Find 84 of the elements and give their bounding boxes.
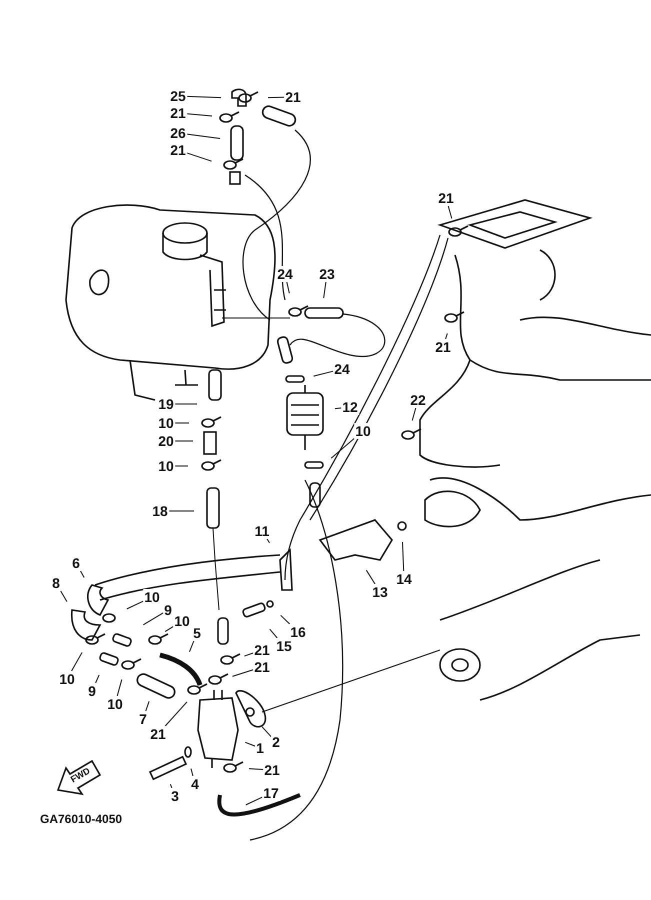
leader-line: [313, 370, 334, 377]
leader-line: [334, 407, 342, 410]
leader-line: [244, 652, 254, 657]
callout-number: 21: [263, 762, 281, 778]
callout-number: 24: [276, 266, 294, 282]
callout-number: 21: [169, 142, 187, 158]
callout-number: 18: [151, 503, 169, 519]
leader-line: [366, 570, 376, 584]
callout-number: 7: [138, 711, 148, 727]
callout-number: 21: [149, 726, 167, 742]
callout-number: 21: [284, 89, 302, 105]
leader-line: [323, 282, 326, 299]
callout-number: 11: [254, 523, 270, 539]
direction-label: FWD: [68, 766, 92, 784]
leader-line: [142, 612, 164, 626]
callout-number: 21: [437, 190, 455, 206]
callout-number: 24: [333, 361, 351, 377]
callout-number: 17: [262, 785, 280, 801]
leader-line: [170, 784, 172, 788]
leader-line: [330, 438, 355, 459]
callout-number: 13: [371, 584, 389, 600]
leader-line: [245, 796, 263, 806]
leader-line: [266, 538, 270, 544]
leader-line: [445, 332, 448, 340]
callout-number: 21: [434, 339, 452, 355]
callout-number: 21: [169, 105, 187, 121]
callout-number: 10: [58, 671, 76, 687]
leader-line: [71, 652, 83, 672]
callout-number: 21: [253, 642, 271, 658]
callout-number: 10: [173, 613, 191, 629]
callout-number: 9: [163, 602, 173, 618]
leader-line: [269, 628, 278, 638]
callout-number: 8: [51, 575, 61, 591]
callout-number: 10: [143, 589, 161, 605]
callout-number: 19: [157, 396, 175, 412]
leader-line: [145, 700, 150, 712]
callout-number: 10: [157, 458, 175, 474]
leader-line: [286, 282, 290, 294]
leader-line: [116, 679, 122, 696]
leader-line: [190, 768, 194, 776]
callout-number: 14: [395, 571, 413, 587]
callout-number: 4: [190, 776, 200, 792]
leader-line: [188, 640, 194, 652]
callout-number: 10: [157, 415, 175, 431]
callout-number: 23: [318, 266, 336, 282]
callout-number: 21: [253, 659, 271, 675]
leader-line: [164, 626, 174, 632]
callout-number: 20: [157, 433, 175, 449]
leader-line: [60, 590, 68, 602]
leader-line: [186, 113, 213, 116]
callout-number: 1: [255, 740, 265, 756]
leader-line: [280, 614, 290, 624]
callout-number: 12: [341, 399, 359, 415]
callout-number: 15: [275, 638, 293, 654]
callout-number: 6: [71, 555, 81, 571]
callout-number: 16: [289, 624, 307, 640]
callout-number: 5: [192, 625, 202, 641]
leader-line: [248, 768, 264, 770]
leader-line: [244, 742, 256, 747]
leader-line: [168, 510, 194, 512]
callout-number: 3: [170, 788, 180, 804]
leader-line: [95, 674, 100, 684]
callout-number: 26: [169, 125, 187, 141]
callout-number: 10: [354, 423, 372, 439]
leader-line: [262, 726, 272, 738]
leader-line: [186, 152, 212, 162]
leader-line: [80, 570, 85, 578]
leader-line: [402, 542, 404, 572]
leader-line: [232, 669, 254, 677]
callout-number: 25: [169, 88, 187, 104]
callout-number: 9: [87, 683, 97, 699]
leader-line: [268, 96, 285, 98]
leader-line: [164, 701, 188, 726]
callout-number: 2: [271, 734, 281, 750]
leader-line: [174, 422, 190, 424]
leader-line: [126, 600, 144, 610]
drawing-code: GA76010-4050: [40, 812, 122, 826]
callout-number: 10: [106, 696, 124, 712]
leader-line: [412, 408, 416, 421]
leader-line: [448, 206, 452, 219]
leader-line: [174, 440, 194, 442]
leader-line: [186, 134, 221, 139]
leader-line: [186, 96, 222, 98]
callout-number: 22: [409, 392, 427, 408]
